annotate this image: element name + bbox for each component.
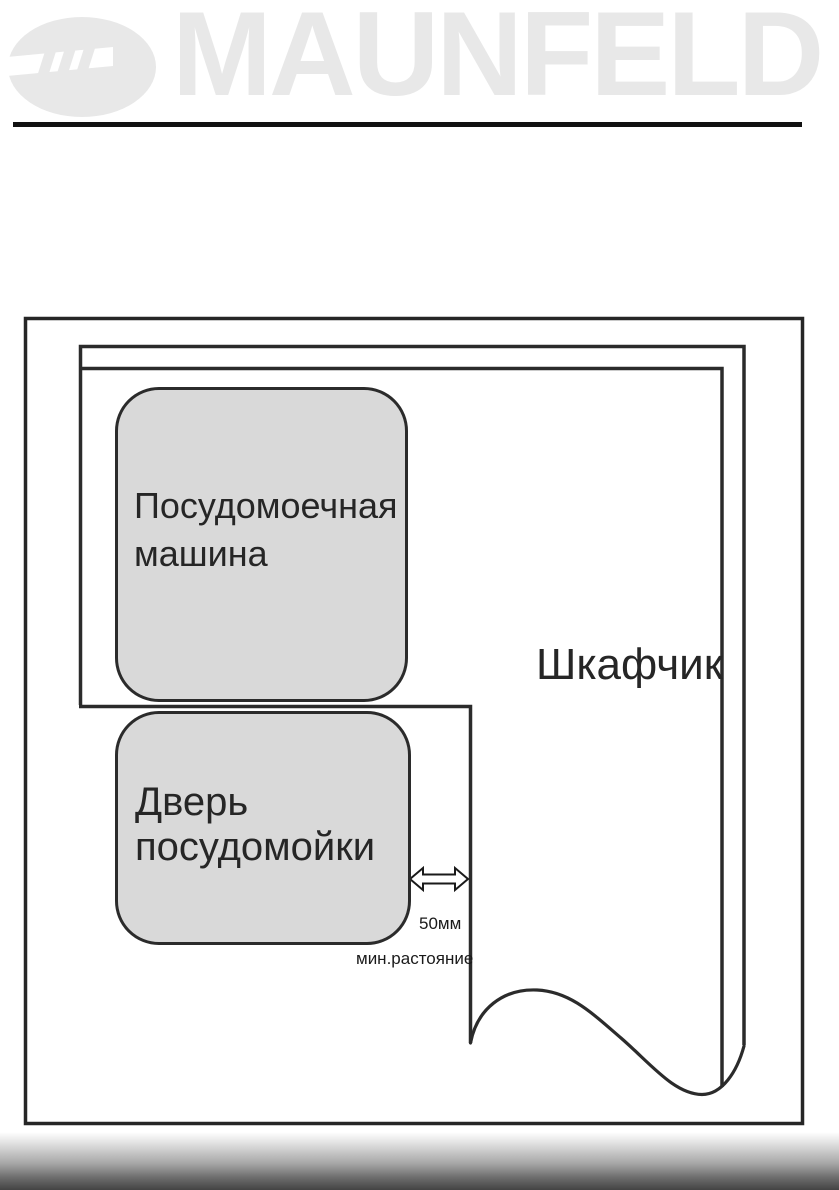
header-divider	[13, 122, 802, 127]
break-wave-line	[468, 988, 746, 1097]
cabinet-label: Шкафчик	[536, 640, 723, 689]
brand-wordmark: MAUNFELD	[172, 0, 824, 121]
dishwasher-door-box: Дверь посудомойки	[115, 711, 411, 945]
distance-caption-label: мин.растояние	[356, 949, 474, 968]
maunfeld-logo-icon	[7, 16, 157, 123]
double-arrow-icon	[408, 865, 470, 893]
footer-gradient-bar	[0, 1132, 839, 1190]
distance-value-label: 50мм	[419, 914, 462, 933]
dishwasher-label: Посудомоечная машина	[134, 485, 398, 574]
dishwasher-door-label: Дверь посудомойки	[135, 780, 376, 870]
dishwasher-box: Посудомоечная машина	[115, 387, 408, 702]
